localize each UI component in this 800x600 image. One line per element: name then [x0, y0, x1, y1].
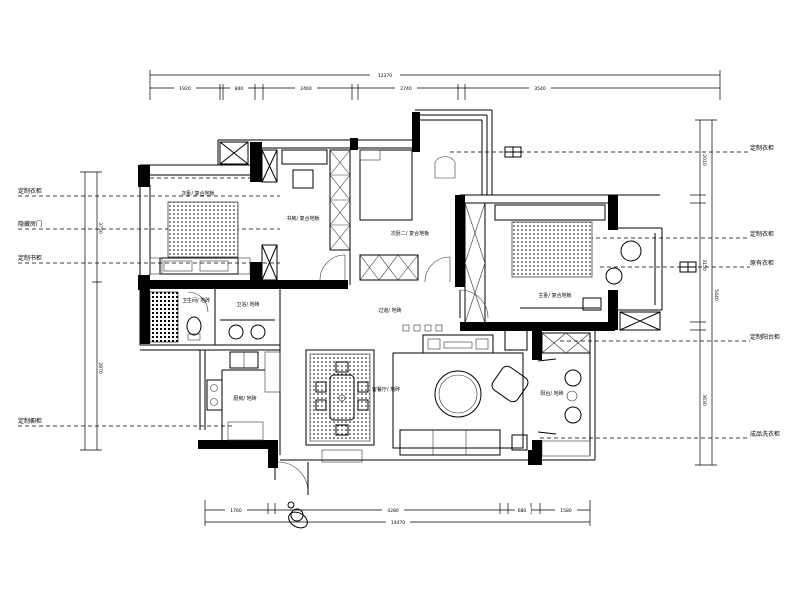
- kitchen: 厨房/ 地砖: [206, 351, 281, 441]
- bottom-dimensions: 1760 4280 680 1580 14470: [204, 500, 591, 526]
- dim-top-2: 840: [235, 86, 244, 92]
- bed: [511, 221, 593, 278]
- dim-left-2: 2870: [97, 362, 103, 374]
- top-dimensions: 12370 1920 840 2460 2740 3540: [149, 70, 721, 100]
- dim-right-total: 5440: [713, 289, 719, 301]
- dim-bottom-2: 4280: [387, 508, 399, 514]
- room-label-kitchen: 厨房/ 地砖: [233, 395, 256, 402]
- balcony: 阳台/ 地砖: [537, 332, 591, 457]
- dim-bottom-3: 680: [518, 508, 527, 514]
- dining-table: [329, 374, 355, 421]
- label-right-wardrobe-1: 定制衣柜: [750, 144, 774, 152]
- room-label-bedroom3: 次卧二/ 复合地板: [391, 230, 429, 237]
- bedroom3: 次卧二/ 复合地板: [359, 149, 456, 283]
- dim-right-2: 3150: [701, 259, 707, 271]
- coffee-table: [434, 370, 482, 418]
- bathrooms: 卫生间/ 地砖 卫浴/ 地砖: [149, 291, 275, 343]
- windows: [219, 141, 528, 351]
- dim-right-3: 3630: [701, 394, 707, 406]
- tv-cabinet: [422, 334, 494, 354]
- dim-right-1: 2010: [701, 154, 707, 166]
- dim-bottom-1: 1760: [230, 508, 242, 514]
- room-label-hall: 过道/ 地砖: [378, 307, 401, 314]
- study: 书房/ 复合地板: [261, 149, 351, 281]
- toilet: [186, 316, 202, 336]
- dim-bottom-4: 1580: [560, 508, 572, 514]
- label-left-wardrobe: 定制衣柜: [18, 187, 42, 195]
- label-left-hidden-door: 隐藏房门: [18, 220, 42, 228]
- label-right-balcony-cabinet: 定制阳台柜: [750, 333, 780, 341]
- label-left-cabinet: 定制橱柜: [18, 417, 42, 425]
- armchair: [491, 365, 529, 403]
- label-right-wardrobe-2: 定制衣柜: [750, 230, 774, 238]
- sofa: [399, 429, 501, 456]
- annotations: 定制衣柜 隐藏房门 定制书柜 定制橱柜 定制衣柜 定制衣柜 原有衣柜 定制阳台柜…: [18, 144, 780, 439]
- dim-top-total: 12370: [378, 73, 392, 79]
- chair: [620, 240, 642, 262]
- label-right-laundry-cabinet: 成品洗衣柜: [750, 430, 780, 438]
- bed: [167, 201, 239, 258]
- marker-icon: [504, 146, 522, 158]
- bedroom2: 次卧/ 复合地板: [149, 177, 251, 275]
- room-label-bath2: 卫浴/ 地砖: [236, 301, 259, 308]
- dim-bottom-total: 14470: [391, 520, 405, 526]
- dim-left-1: 3750: [97, 222, 103, 234]
- label-left-bookcase: 定制书柜: [18, 254, 42, 262]
- person-icon: [287, 501, 308, 529]
- room-label-living: 客餐厅/ 地砖: [372, 386, 400, 393]
- side-dimensions: 3750 2870 2010 3150 3630 5440: [80, 119, 719, 466]
- dim-top-5: 3540: [534, 86, 546, 92]
- room-label-master: 主卧/ 复合地板: [538, 292, 571, 299]
- dim-top-1: 1920: [179, 86, 191, 92]
- hallway: 过道/ 地砖: [378, 289, 489, 332]
- room-label-study: 书房/ 复合地板: [286, 215, 319, 222]
- room-label-balcony: 阳台/ 地砖: [540, 390, 563, 397]
- dining-rug: [305, 349, 375, 446]
- entry: [277, 461, 309, 529]
- living-dining: 客餐厅/ 地砖: [305, 334, 529, 463]
- room-label-bedroom2: 次卧/ 复合地板: [181, 190, 214, 197]
- sink: [228, 324, 244, 340]
- room-label-bath1: 卫生间/ 地砖: [182, 297, 210, 304]
- chair: [292, 169, 314, 189]
- label-right-existing-wardrobe: 原有衣柜: [750, 259, 774, 267]
- marker-icon: [679, 261, 697, 273]
- master-bedroom: 主卧/ 复合地板: [464, 202, 642, 324]
- bed: [359, 149, 413, 221]
- dim-top-3: 2460: [300, 86, 312, 92]
- walls: [138, 109, 663, 480]
- sink: [250, 324, 266, 340]
- dim-top-4: 2740: [400, 86, 412, 92]
